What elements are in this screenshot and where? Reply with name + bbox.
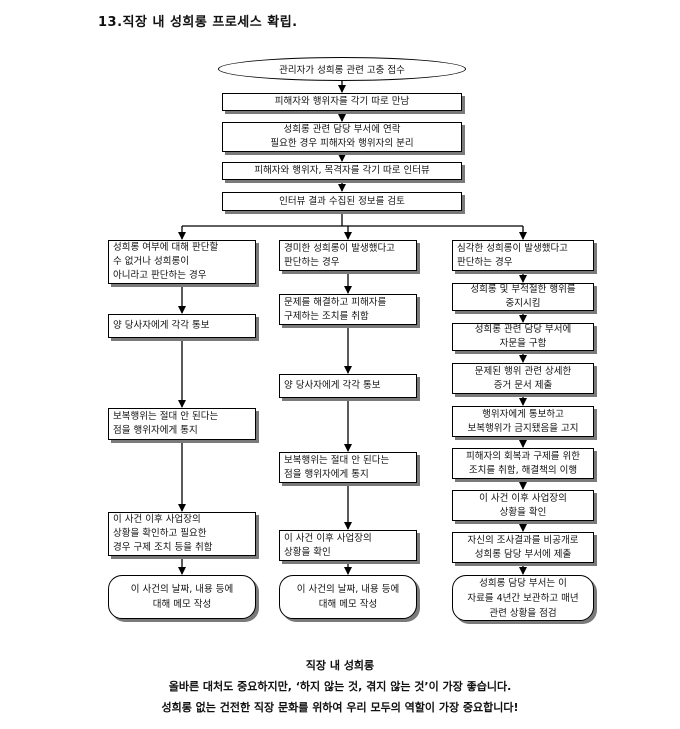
col3-step-box-line: 문제된 행위 관련 상세한 (474, 365, 572, 377)
col3-step-box-line: 이 사건 이후 사업장의 (479, 492, 567, 504)
col3-step-box-line: 조치를 취함, 해결책의 이행 (468, 464, 578, 476)
col1-step-box: 양 당사자에게 각각 통보 (108, 314, 256, 338)
page-heading: 13.직장 내 성희롱 프로세스 확립. (98, 15, 298, 30)
col3-step-box-line: 상황을 확인 (499, 506, 547, 518)
col3-step-box-line: 자신의 조사결과를 비공개로 (467, 534, 579, 546)
col3-step-box-line: 보복행위가 금지됐음을 고지 (467, 422, 579, 434)
col1-step-box-line: 양 당사자에게 각각 통보 (113, 320, 210, 331)
col1-condition-box-line: 성희롱 여부에 대해 판단할 (113, 242, 219, 253)
col2-step-box-line: 보복행위는 절대 안 된다는 (284, 454, 390, 466)
col3-condition-box-line: 판단하는 경우 (457, 256, 513, 268)
col2-step-box-line: 문제를 해결하고 피해자를 (284, 296, 387, 308)
col3-step-box-line: 성희롱 담당 부서에 제출 (474, 548, 572, 560)
col3-final-box-line: 관련 상황을 점검 (489, 607, 557, 619)
col1-step-box-line: 보복행위는 절대 안 된다는 (113, 411, 219, 422)
col3-step-box-line: 자문을 구함 (499, 338, 547, 349)
footer-line-2: 성희롱 없는 건전한 직장 문화를 위하여 우리 모두의 역할이 가장 중요합니… (161, 701, 519, 714)
col1-condition-box-line: 아니라고 판단하는 경우 (113, 270, 207, 281)
start-node-label: 관리자가 성희롱 관련 고충 접수 (279, 65, 405, 76)
col3-step-box-line: 행위자에게 통보하고 (482, 408, 564, 420)
col1-step-box-line: 경우 구제 조치 등을 취함 (113, 542, 213, 553)
top-step-box-line: 인터뷰 결과 수집된 정보를 검토 (279, 195, 405, 207)
top-step-box-line: 피해자와 행위자를 각기 따로 만남 (274, 96, 410, 107)
col2-step-box-line: 구제하는 조치를 취함 (284, 310, 369, 322)
col2-step-box-line: 상황을 확인 (284, 546, 331, 558)
top-step-box: 인터뷰 결과 수집된 정보를 검토 (222, 192, 462, 211)
col2-step-box-line: 양 당사자에게 각각 통보 (284, 380, 381, 391)
top-step-box-line: 필요한 경우 피해자와 행위자의 분리 (270, 138, 414, 149)
col2-step-box-line: 점을 행위자에게 통지 (284, 468, 369, 480)
col1-condition-box-line: 수 없거나 성희롱이 (113, 256, 189, 267)
col3-step-box-line: 중지시킴 (505, 298, 541, 309)
col2-condition-box-line: 판단하는 경우 (284, 256, 340, 268)
footer: 직장 내 성희롱 올바른 대처도 중요하지만, ‘하지 않는 것, 겪지 않는 … (0, 655, 680, 718)
col3-final-box-line: 자료를 4년간 보관하고 매년 (467, 592, 579, 604)
top-step-box: 피해자와 행위자를 각기 따로 만남 (222, 93, 462, 111)
col2-step-box-line: 이 사건 이후 사업장의 (284, 532, 372, 544)
col3-step-box-line: 증거 문서 제출 (493, 379, 553, 391)
col1-final-box-line: 대해 메모 작성 (152, 599, 212, 610)
col2-final-box-line: 이 사건의 날짜, 내용 등에 (296, 584, 400, 595)
start-node: 관리자가 성희롱 관련 고충 접수 (218, 57, 466, 81)
col3-step-box-line: 성희롱 관련 담당 부서에 (474, 324, 572, 335)
col3-step-box-line: 성희롱 및 부적절한 행위를 (470, 284, 576, 295)
col1-step-box-line: 점을 행위자에게 통지 (113, 425, 198, 436)
top-step-box: 피해자와 행위자, 목격자를 각기 따로 인터뷰 (222, 162, 462, 180)
top-step-box-line: 성희롱 관련 담당 부서에 연락 (283, 124, 401, 135)
col1-step-box-line: 상황을 확인하고 필요한 (113, 528, 207, 539)
col3-condition-box-line: 심각한 성희롱이 발생했다고 (457, 242, 568, 254)
col1-final-box-line: 이 사건의 날짜, 내용 등에 (130, 584, 234, 595)
col3-final-box-line: 성희롱 담당 부서는 이 (479, 577, 567, 589)
col2-condition-box-line: 경미한 성희롱이 발생했다고 (284, 242, 395, 254)
top-step-box-line: 피해자와 행위자, 목격자를 각기 따로 인터뷰 (254, 165, 430, 176)
col3-step-box-line: 피해자의 회복과 구제를 위한 (466, 450, 580, 462)
footer-title: 직장 내 성희롱 (305, 659, 375, 672)
col2-final-box-line: 대해 메모 작성 (318, 599, 378, 610)
col2-step-box: 양 당사자에게 각각 통보 (279, 374, 417, 398)
col1-step-box-line: 이 사건 이후 사업장의 (113, 514, 201, 525)
footer-line-1: 올바른 대처도 중요하지만, ‘하지 않는 것, 겪지 않는 것’이 가장 좋습… (168, 680, 512, 693)
